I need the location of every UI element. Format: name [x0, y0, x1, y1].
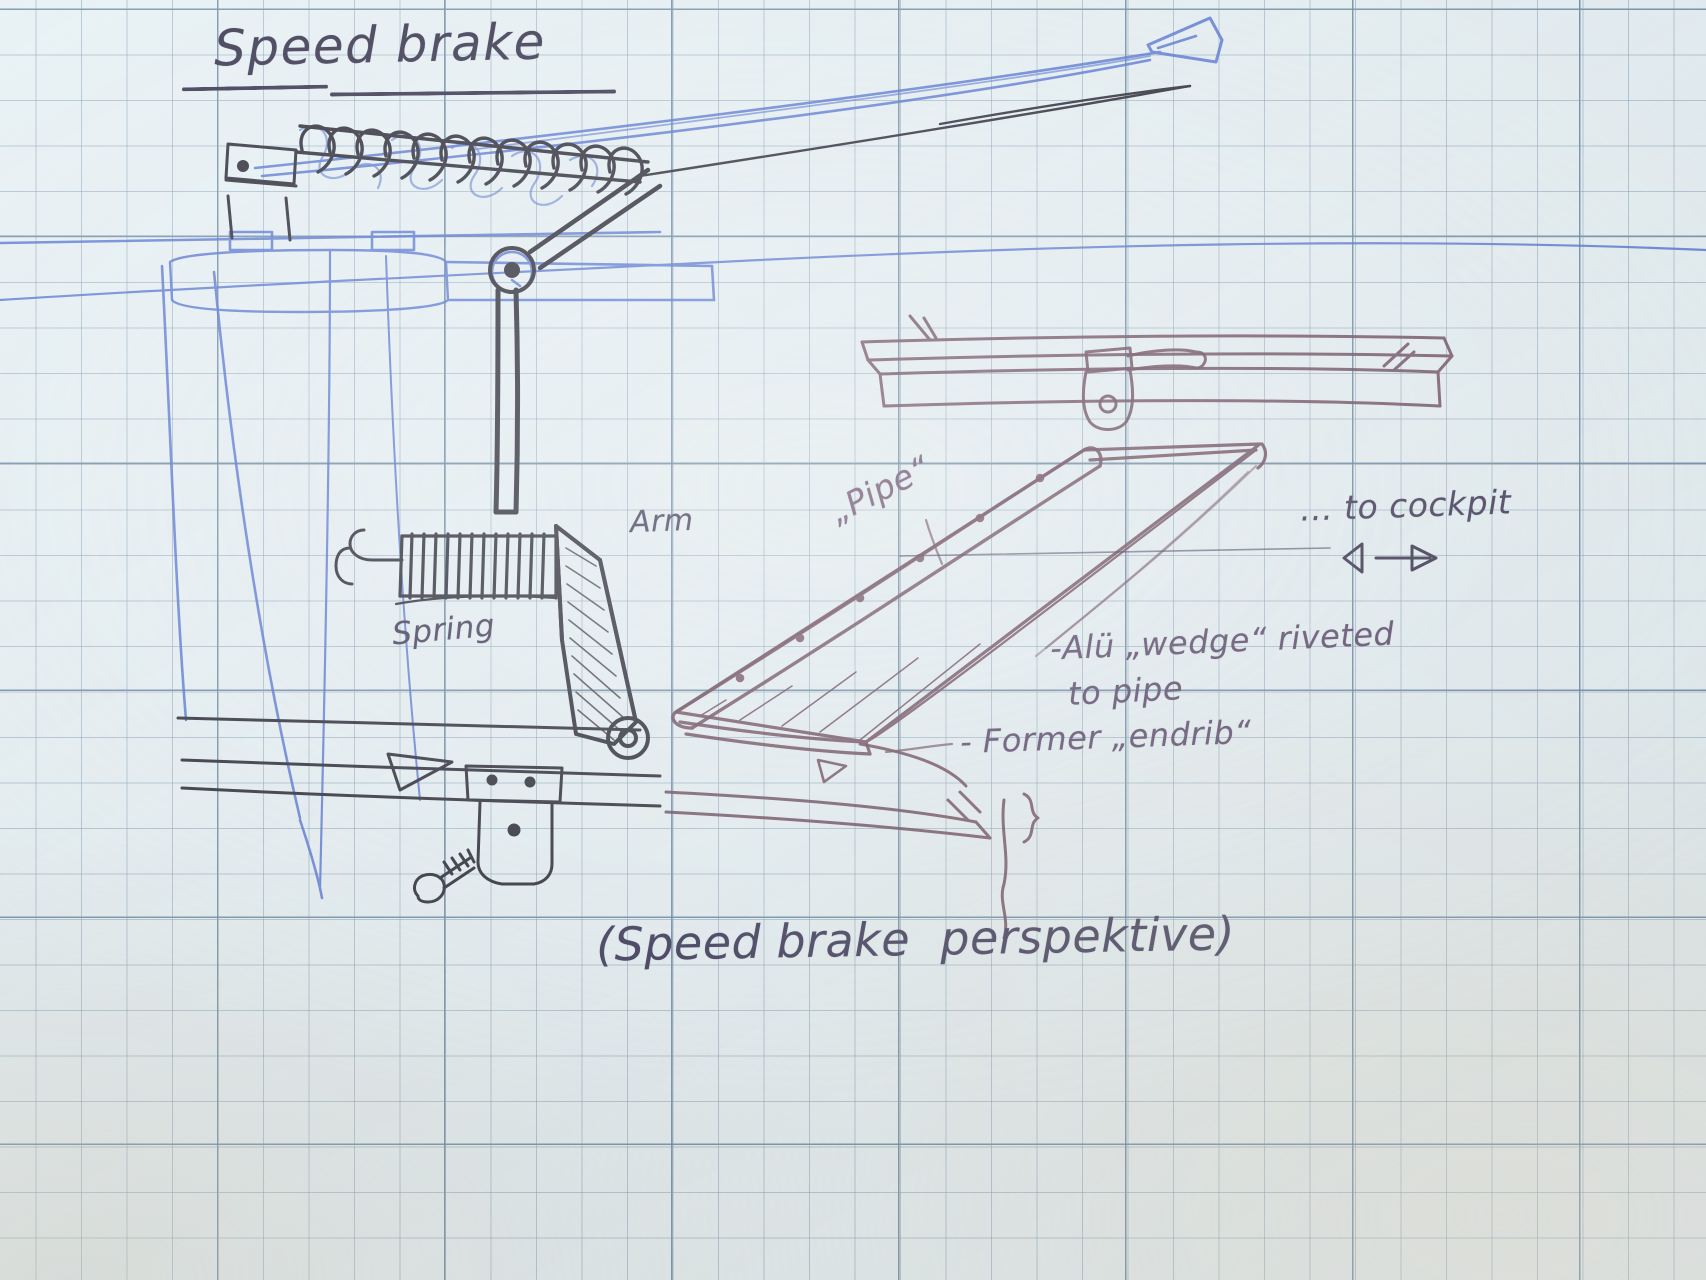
alu-wedge-hatching: [699, 643, 981, 741]
label-to-cockpit: ... to cockpit: [1299, 482, 1512, 529]
alu-wedge: [674, 442, 1268, 756]
arm-plate: [554, 524, 638, 746]
bracket-side: [464, 764, 564, 886]
former-endrib: [664, 742, 1040, 940]
page-title: Speed brake: [213, 12, 547, 78]
label-arm: Arm: [629, 502, 695, 541]
upper-plate: [860, 314, 1454, 408]
arm-upper: [527, 167, 663, 271]
label-to-pipe: to pipe: [1067, 669, 1184, 713]
lower-spring: [394, 532, 558, 606]
arm-plate-hatching: [565, 547, 625, 741]
upper-spring: [294, 124, 650, 196]
figure-caption: (Speed brake perspektive): [595, 906, 1236, 972]
to-cockpit-control-run: [899, 542, 1438, 574]
actuating-rod: [493, 287, 520, 515]
bolt: [413, 848, 476, 904]
wing-skin: [176, 716, 662, 808]
label-leaders: [884, 464, 1258, 754]
spring-hook: [334, 528, 404, 586]
bracket-perspective: [1081, 346, 1207, 431]
skin-arrow: [386, 752, 454, 792]
pivot-upper: [488, 246, 536, 294]
upper-spring-left-fitting: [224, 142, 298, 242]
